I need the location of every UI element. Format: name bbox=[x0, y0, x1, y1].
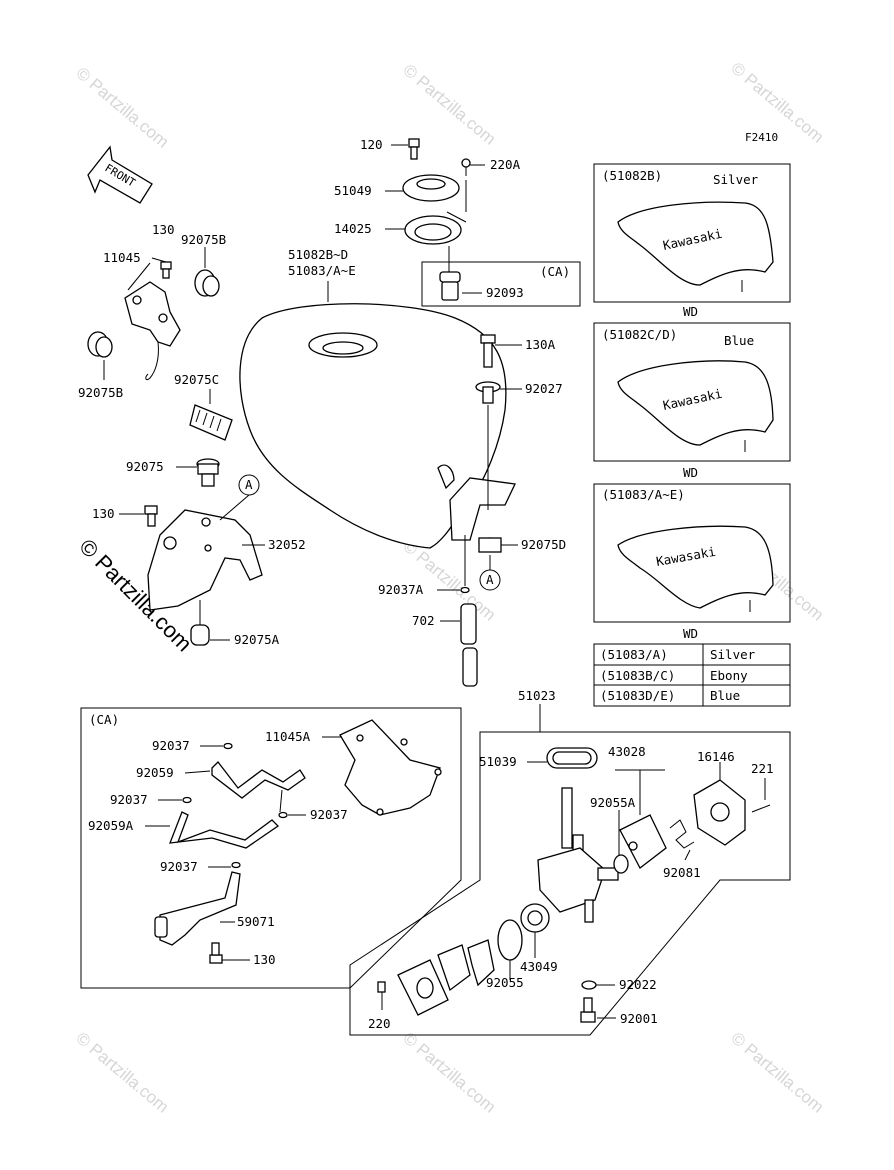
mark-a-circle bbox=[238, 474, 260, 496]
callout-92037: 92037 bbox=[110, 792, 148, 807]
table-color: Blue bbox=[710, 688, 740, 703]
callout-51083-a-e: 51083/A~E bbox=[288, 263, 356, 278]
callout-92093: 92093 bbox=[486, 285, 524, 300]
callout-11045: 11045 bbox=[103, 250, 141, 265]
callout-92075c: 92075C bbox=[174, 372, 219, 387]
front-arrow-icon: FRONT bbox=[87, 145, 153, 204]
callout-130: 130 bbox=[253, 952, 276, 967]
callout-51039: 51039 bbox=[479, 754, 517, 769]
callout-92055a: 92055A bbox=[590, 795, 636, 810]
mounting-right bbox=[437, 334, 522, 687]
callout-92059a: 92059A bbox=[88, 818, 134, 833]
color-table bbox=[593, 643, 791, 707]
mark-a: A bbox=[245, 477, 253, 492]
callout-92075d: 92075D bbox=[521, 537, 566, 552]
callout-51023: 51023 bbox=[518, 688, 556, 703]
watermark: © Partzilla.com bbox=[399, 1029, 499, 1117]
table-code: (51083B/C) bbox=[600, 668, 675, 683]
callout-92055: 92055 bbox=[486, 975, 524, 990]
watermark: © Partzilla.com bbox=[72, 1029, 172, 1117]
callout-92001: 92001 bbox=[620, 1011, 658, 1026]
watermark: © Partzilla.com bbox=[72, 64, 172, 152]
callout-92037: 92037 bbox=[310, 807, 348, 822]
callout-92022: 92022 bbox=[619, 977, 657, 992]
callout-32052: 32052 bbox=[268, 537, 306, 552]
callout-92027: 92027 bbox=[525, 381, 563, 396]
bracket-32052 bbox=[119, 458, 265, 646]
panel-code: (51083/A~E) bbox=[602, 487, 685, 502]
watermark: © Partzilla.com bbox=[399, 61, 499, 149]
table-color: Ebony bbox=[710, 668, 748, 683]
panel-color: Blue bbox=[724, 333, 754, 348]
pad-92075c bbox=[189, 389, 233, 441]
callout-130: 130 bbox=[152, 222, 175, 237]
callout-ca-top: (CA) bbox=[540, 264, 570, 279]
callout-92075b: 92075B bbox=[181, 232, 226, 247]
color-table-labels: (51083/A) Silver (51083B/C) Ebony (51083… bbox=[600, 647, 756, 703]
panel-tag: WD bbox=[683, 465, 698, 480]
panel-color: Silver bbox=[713, 172, 759, 187]
ca-box bbox=[80, 707, 462, 989]
callout-labels: 120 220A 51049 14025 (CA) 92093 130 9207… bbox=[78, 137, 774, 1031]
fuel-cap-group bbox=[385, 138, 581, 307]
fuel-valve-box bbox=[349, 704, 791, 1036]
callout-120: 120 bbox=[360, 137, 383, 152]
callout-16146: 16146 bbox=[697, 749, 735, 764]
callout-130: 130 bbox=[92, 506, 115, 521]
callout-220a: 220A bbox=[490, 157, 521, 172]
mark-a: A bbox=[486, 572, 494, 587]
figure-code: F2410 bbox=[745, 131, 778, 144]
table-color: Silver bbox=[710, 647, 756, 662]
inset-panel: Kawasaki bbox=[593, 483, 791, 623]
callout-51082b-d: 51082B~D bbox=[288, 247, 348, 262]
mark-a-circle bbox=[479, 569, 501, 591]
callout-702: 702 bbox=[412, 613, 435, 628]
callout-43049: 43049 bbox=[520, 959, 558, 974]
inset-panel: Kawasaki bbox=[593, 163, 791, 303]
callout-92059: 92059 bbox=[136, 765, 174, 780]
callout-130a: 130A bbox=[525, 337, 556, 352]
bracket-11045 bbox=[87, 247, 220, 381]
watermark: © Partzilla.com bbox=[727, 1029, 827, 1117]
callout-11045a: 11045A bbox=[265, 729, 311, 744]
callout-220: 220 bbox=[368, 1016, 391, 1031]
callout-59071: 59071 bbox=[237, 914, 275, 929]
inset-panel-labels: (51082B) Silver WD (51082C/D) Blue WD (5… bbox=[602, 168, 759, 641]
callout-43028: 43028 bbox=[608, 744, 646, 759]
table-code: (51083D/E) bbox=[600, 688, 675, 703]
callout-92037a: 92037A bbox=[378, 582, 424, 597]
panel-code: (51082B) bbox=[602, 168, 662, 183]
table-code: (51083/A) bbox=[600, 647, 668, 662]
callout-51049: 51049 bbox=[334, 183, 372, 198]
panel-tag: WD bbox=[683, 304, 698, 319]
callout-92081: 92081 bbox=[663, 865, 701, 880]
callout-92037: 92037 bbox=[160, 859, 198, 874]
callout-221: 221 bbox=[751, 761, 774, 776]
callout-92075a: 92075A bbox=[234, 632, 280, 647]
panel-tag: WD bbox=[683, 626, 698, 641]
panel-code: (51082C/D) bbox=[602, 327, 677, 342]
callout-92037: 92037 bbox=[152, 738, 190, 753]
callout-14025: 14025 bbox=[334, 221, 372, 236]
callout-92075b: 92075B bbox=[78, 385, 123, 400]
callout-ca-bottom: (CA) bbox=[89, 712, 119, 727]
inset-panel: Kawasaki bbox=[593, 322, 791, 462]
callout-92075: 92075 bbox=[126, 459, 164, 474]
fuel-tank bbox=[239, 281, 516, 549]
